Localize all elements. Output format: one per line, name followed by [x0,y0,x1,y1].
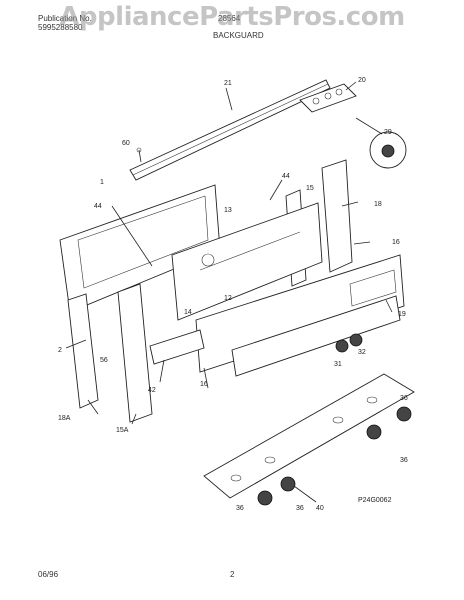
diagram-code: P24G0062 [358,497,392,504]
burner-knobs-36 [257,406,412,506]
section-title: BACKGUARD [213,31,264,40]
callout-20: 20 [358,77,366,84]
model-number: 28564 [218,14,241,23]
callout-16-bottom: 16 [200,381,208,388]
part-15A-bracket [117,283,205,423]
publication-label: Publication No. [38,14,92,23]
callout-13: 13 [224,207,232,214]
callout-42: 42 [148,387,156,394]
callout-2: 2 [58,347,62,354]
part-19-control-panel [195,254,405,373]
part-40-manifold-panel [203,373,415,499]
callout-18: 18 [374,201,382,208]
callout-40: 40 [316,505,324,512]
callout-44-right: 44 [282,173,290,180]
callout-21: 21 [224,80,232,87]
leader-lines [65,81,393,503]
part-12-inner-frame [171,202,323,321]
callout-31: 31 [334,361,342,368]
callout-18A: 18A [58,415,71,422]
callout-36-middle: 36 [296,505,304,512]
part-60-screw [136,147,142,163]
watermark: AppliancePartsPros.com [59,2,405,32]
part-18A-end-cap [67,293,99,409]
callout-15A: 15A [116,427,129,434]
callout-32: 32 [358,349,366,356]
callout-19: 19 [398,311,406,318]
callout-1: 1 [100,179,104,186]
callout-56: 56 [100,357,108,364]
callout-labels: 21 20 60 29 1 44 13 15 44 18 16 12 14 19… [58,77,408,512]
callout-44-left: 44 [94,203,102,210]
publication-number: 5995288580 [38,23,83,32]
part-29-knob-detail [369,131,407,169]
footer-date: 06/96 [38,570,59,579]
part-16-lower-trim [231,295,401,377]
part-20-clock-module [299,83,357,113]
callout-29: 29 [384,129,392,136]
callout-36-right: 36 [400,457,408,464]
callout-12: 12 [224,295,232,302]
callout-14: 14 [184,309,192,316]
callout-36-left: 36 [236,505,244,512]
part-21-top-trim [129,79,331,181]
callout-36-upper-right: 36 [400,395,408,402]
callout-15: 15 [306,185,314,192]
callout-60: 60 [122,140,130,147]
footer-page-number: 2 [230,570,235,579]
callout-16-top: 16 [392,239,400,246]
